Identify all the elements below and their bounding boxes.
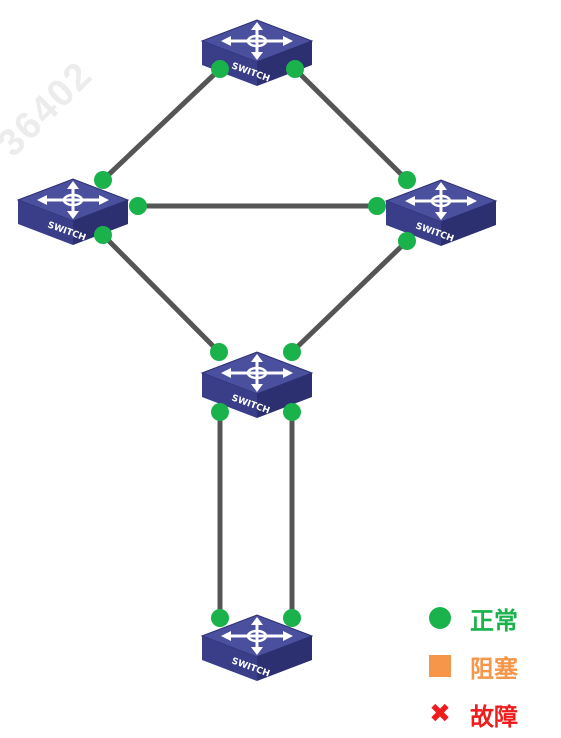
switch-right[interactable]: SWITCH xyxy=(384,178,498,248)
link-top-left xyxy=(101,67,222,182)
switch-bottom[interactable]: SWITCH xyxy=(200,613,314,683)
port-status-dot xyxy=(368,197,386,215)
link-left-center xyxy=(101,233,221,354)
switch-left[interactable]: SWITCH xyxy=(16,177,130,247)
port-status-dot xyxy=(211,403,229,421)
legend-item-fault: ✖ 故障 xyxy=(428,690,548,738)
port-status-dot xyxy=(283,403,301,421)
legend-label-normal: 正常 xyxy=(470,606,518,635)
red-cross-icon: ✖ xyxy=(429,699,451,729)
legend-item-blocked: 阻塞 xyxy=(428,642,548,690)
switch-center[interactable]: SWITCH xyxy=(200,350,314,420)
link-right-center xyxy=(290,239,409,354)
link-top-right xyxy=(293,67,409,182)
port-status-dot xyxy=(398,171,416,189)
legend-label-blocked: 阻塞 xyxy=(470,654,518,683)
port-status-dot xyxy=(283,609,301,627)
port-status-dot xyxy=(211,60,229,78)
port-status-dot xyxy=(129,197,147,215)
legend: 正常 阻塞 ✖ 故障 xyxy=(428,594,548,738)
port-status-dot xyxy=(283,343,301,361)
port-status-dot xyxy=(94,226,112,244)
orange-square-icon xyxy=(429,655,451,677)
port-status-dot xyxy=(398,232,416,250)
legend-label-fault: 故障 xyxy=(470,702,518,731)
port-status-dot xyxy=(94,171,112,189)
port-status-dot xyxy=(211,609,229,627)
green-dot-icon xyxy=(429,607,451,629)
port-status-dot xyxy=(210,343,228,361)
port-status-dot xyxy=(286,60,304,78)
switch-top[interactable]: SWITCH xyxy=(200,18,314,88)
legend-item-normal: 正常 xyxy=(428,594,548,642)
